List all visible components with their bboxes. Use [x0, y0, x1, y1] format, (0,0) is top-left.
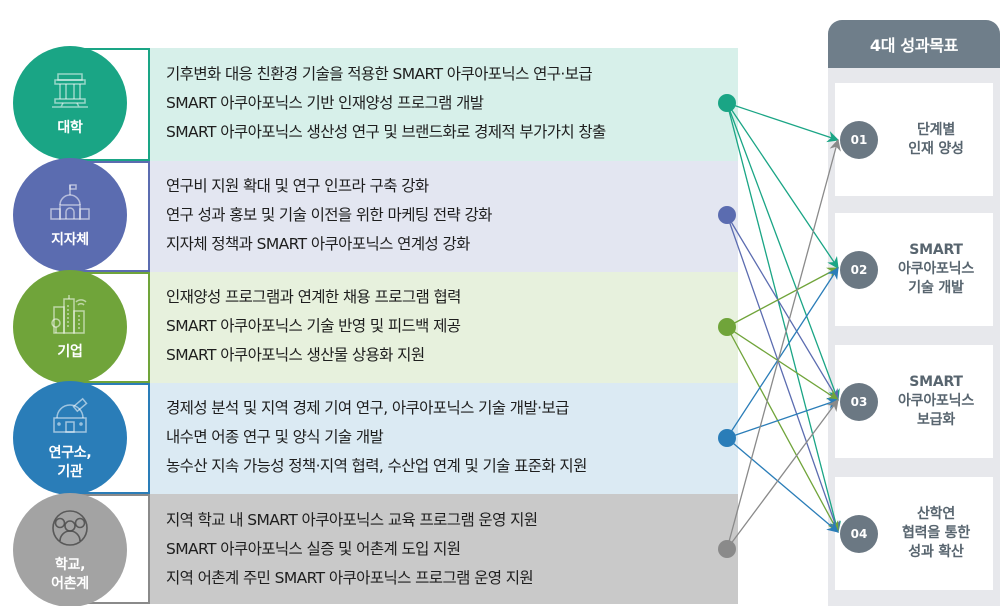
connection-arrow: [726, 102, 840, 402]
institute-panel: [150, 383, 738, 494]
actor-label: 지자체: [51, 231, 89, 248]
local-gov-panel: [150, 161, 738, 272]
university-item: SMART 아쿠아포닉스 기반 인재양성 프로그램 개발: [166, 94, 484, 112]
institute-item: 농수산 지속 가능성 정책·지역 협력, 수산업 연계 및 기술 표준화 지원: [166, 457, 587, 475]
company-item: SMART 아쿠아포닉스 기술 반영 및 피드백 제공: [166, 317, 461, 335]
goal-card-01: 01 단계별 인재 양성: [835, 83, 993, 196]
local-gov-item: 연구 성과 홍보 및 기술 이전을 위한 마케팅 전략 강화: [166, 206, 492, 224]
connection-arrow: [726, 437, 839, 533]
connection-arrow: [726, 267, 839, 439]
actor-company: 기업: [13, 270, 127, 384]
university-items: 기후변화 대응 친환경 기술을 적용한 SMART 아쿠아포닉스 연구·보급 S…: [166, 64, 606, 142]
connection-arrow: [726, 214, 841, 534]
school-item: 지역 어촌계 주민 SMART 아쿠아포닉스 프로그램 운영 지원: [166, 569, 534, 587]
goal-number-badge: 01: [840, 120, 878, 159]
connection-arrow: [726, 326, 839, 534]
institute-bracket: [70, 383, 150, 494]
goal-card-04: 04 산학연 협력을 통한 성과 확산: [835, 477, 993, 590]
city-buildings-icon: [51, 294, 87, 334]
goal-text: SMART 아쿠아포닉스 기술 개발: [897, 242, 975, 296]
local-gov-bracket: [70, 161, 150, 272]
observatory-icon: [53, 397, 88, 433]
connection-arrow: [726, 102, 839, 269]
goals-title: 4대 성과목표: [828, 20, 1000, 68]
university-item: 기후변화 대응 친환경 기술을 적용한 SMART 아쿠아포닉스 연구·보급: [166, 65, 593, 83]
school-item: 지역 학교 내 SMART 아쿠아포닉스 교육 프로그램 운영 지원: [166, 511, 538, 529]
connection-arrow: [726, 102, 840, 143]
company-item: 인재양성 프로그램과 연계한 채용 프로그램 협력: [166, 288, 461, 306]
school-items: 지역 학교 내 SMART 아쿠아포닉스 교육 프로그램 운영 지원 SMART…: [166, 510, 538, 588]
connection-arrow: [726, 138, 841, 550]
institute-items: 경제성 분석 및 지역 경제 기여 연구, 아쿠아포닉스 기술 개발·보급 내수…: [166, 398, 587, 476]
goal-card-03: 03 SMART 아쿠아포닉스 보급화: [835, 345, 993, 458]
connection-arrow: [726, 214, 839, 402]
university-item: SMART 아쿠아포닉스 생산성 연구 및 브랜드화로 경제적 부가가치 창출: [166, 123, 606, 141]
school-item: SMART 아쿠아포닉스 실증 및 어촌계 도입 지원: [166, 540, 461, 558]
actor-school: 학교, 어촌계: [13, 493, 127, 606]
company-panel: [150, 272, 738, 383]
community-people-icon: [52, 510, 88, 546]
goal-number-badge: 03: [840, 382, 878, 421]
government-building-icon: [50, 183, 90, 220]
school-bracket: [70, 494, 150, 604]
goal-card-02: 02 SMART 아쿠아포닉스 기술 개발: [835, 213, 993, 326]
university-panel: [150, 48, 738, 161]
connection-arrow: [726, 397, 840, 439]
actor-label: 기업: [57, 343, 83, 360]
connection-arrow: [726, 267, 840, 328]
connection-arrow: [726, 326, 839, 401]
company-items: 인재양성 프로그램과 연계한 채용 프로그램 협력 SMART 아쿠아포닉스 기…: [166, 287, 461, 365]
goal-text: SMART 아쿠아포닉스 보급화: [897, 374, 975, 428]
university-building-icon: [52, 72, 88, 108]
goal-number-badge: 04: [840, 514, 878, 553]
actor-local-gov: 지자체: [13, 158, 127, 272]
goal-text: 단계별 인재 양성: [908, 121, 964, 157]
actor-label: 대학: [57, 119, 83, 136]
company-item: SMART 아쿠아포닉스 생산물 상용화 지원: [166, 346, 425, 364]
local-gov-items: 연구비 지원 확대 및 연구 인프라 구축 강화 연구 성과 홍보 및 기술 이…: [166, 176, 492, 254]
actor-university: 대학: [13, 46, 127, 160]
university-bracket: [70, 48, 150, 161]
actor-institute: 연구소, 기관: [13, 381, 127, 495]
institute-item: 경제성 분석 및 지역 경제 기여 연구, 아쿠아포닉스 기술 개발·보급: [166, 399, 569, 417]
school-panel: [150, 494, 738, 604]
actor-label: 연구소, 기관: [48, 445, 92, 480]
local-gov-item: 지자체 정책과 SMART 아쿠아포닉스 연계성 강화: [166, 235, 470, 253]
company-bracket: [70, 272, 150, 383]
local-gov-item: 연구비 지원 확대 및 연구 인프라 구축 강화: [166, 177, 429, 195]
goal-number-badge: 02: [840, 250, 878, 289]
institute-item: 내수면 어종 연구 및 양식 기술 개발: [166, 428, 384, 446]
goal-text: 산학연 협력을 통한 성과 확산: [901, 506, 971, 560]
connection-arrow: [726, 399, 839, 550]
actor-label: 학교, 어촌계: [51, 557, 89, 592]
connection-arrow: [726, 102, 842, 534]
